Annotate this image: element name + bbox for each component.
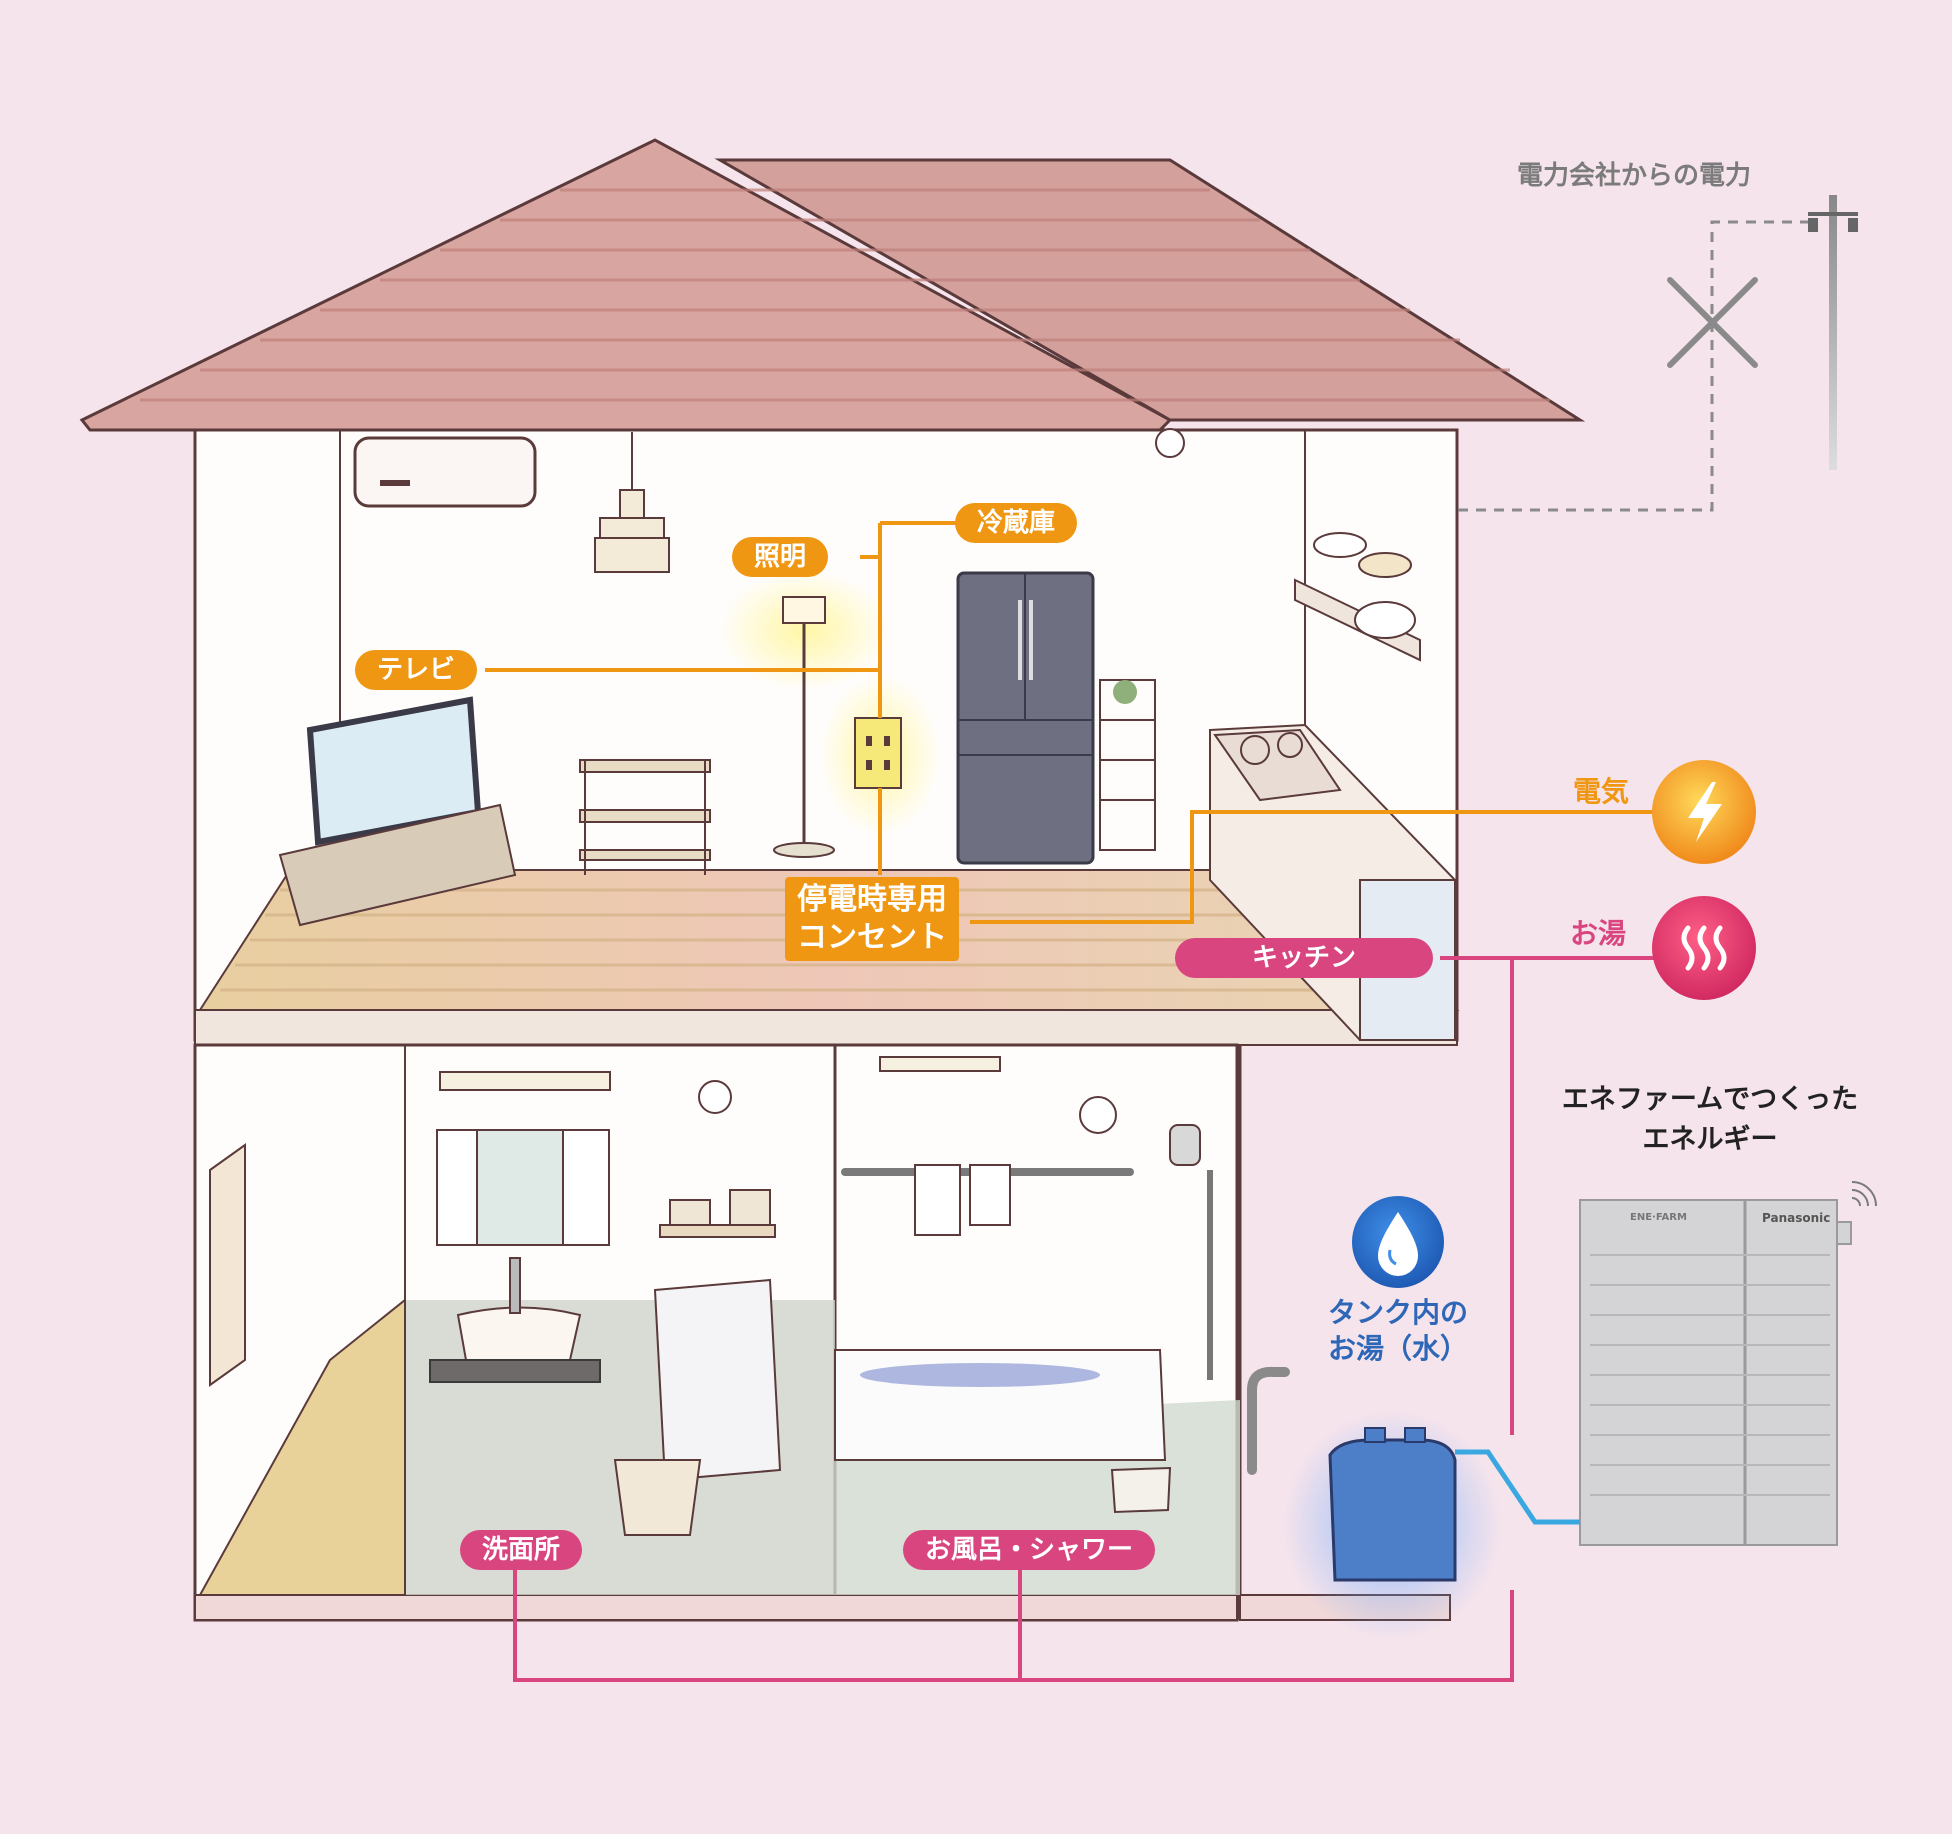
- lower-floor-wall: [193, 1043, 1451, 1622]
- side-cart: [579, 759, 711, 875]
- water-pipe: [1247, 1366, 1290, 1475]
- washroom-ceiling-light: [698, 1080, 732, 1114]
- label-kitchen: キッチン: [1175, 938, 1433, 978]
- outage-outlet-line2: コンセント: [797, 920, 947, 955]
- ceiling-light: [1155, 428, 1185, 458]
- roof: [79, 138, 1586, 432]
- upper-floor-boards: [194, 869, 1460, 1046]
- label-refrigerator: 冷蔵庫: [955, 503, 1078, 543]
- washroom-light: [439, 1071, 611, 1091]
- outage-outlet: [854, 717, 902, 789]
- washroom-mirror-cabinet: [436, 1129, 610, 1246]
- enefarm-label: エネファームでつくった エネルギー: [1530, 1080, 1890, 1160]
- towel-rail: [841, 1164, 1134, 1236]
- grid-power-line: [1458, 220, 1808, 512]
- legend-electricity: 電気: [1573, 775, 1630, 808]
- enefarm-label-line2: エネルギー: [1642, 1124, 1778, 1155]
- wifi-icon: [1851, 1181, 1877, 1207]
- enefarm-brand-left: ENE·FARM: [1630, 1212, 1687, 1223]
- tank-label-line2: お湯（水）: [1327, 1332, 1468, 1365]
- label-lighting: 照明: [732, 537, 829, 577]
- bathroom-light: [879, 1056, 1001, 1072]
- label-bath-shower: お風呂・シャワー: [903, 1530, 1156, 1570]
- tank-label: タンク内の お湯（水）: [1318, 1295, 1478, 1367]
- outage-outlet-line1: 停電時専用: [797, 882, 947, 917]
- bath-stool: [1110, 1466, 1172, 1514]
- hall-mirror: [209, 1143, 246, 1387]
- air-conditioner: [353, 436, 537, 508]
- hot-water-tank: [1328, 1427, 1457, 1582]
- legend-hot-water: お湯: [1570, 917, 1627, 950]
- television: [278, 696, 517, 927]
- electricity-bolt-icon: [1652, 760, 1756, 864]
- label-tv: テレビ: [355, 650, 478, 690]
- grid-power-label: 電力会社からの電力: [1517, 161, 1752, 191]
- kitchen-wall-shelf: [1294, 532, 1421, 662]
- enefarm-label-line1: エネファームでつくった: [1561, 1084, 1859, 1115]
- hot-water-piping: [513, 956, 1660, 1682]
- utility-pole: [1808, 195, 1858, 470]
- enefarm-unit: [1579, 1199, 1852, 1546]
- bathroom-ceiling-light: [1079, 1096, 1117, 1134]
- washing-machine: [653, 1278, 782, 1482]
- bathtub: [834, 1349, 1167, 1461]
- enefarm-brand-right: Panasonic: [1762, 1211, 1831, 1225]
- cut-off-icon: [1667, 277, 1758, 368]
- laundry-basket: [613, 1459, 702, 1536]
- refrigerator: [956, 571, 1095, 865]
- tank-label-line1: タンク内の: [1327, 1296, 1468, 1329]
- hot-water-heat-icon: [1652, 896, 1756, 1000]
- label-washroom: 洗面所: [460, 1530, 583, 1570]
- towel-shelf: [659, 1189, 776, 1238]
- pendant-lamp: [594, 432, 670, 573]
- tall-shelf: [1099, 679, 1156, 851]
- electricity-wiring: [485, 521, 1660, 924]
- floor-lamp: [773, 596, 835, 858]
- water-pipe-to-enefarm: [1455, 1449, 1580, 1525]
- water-drop-icon: [1352, 1196, 1444, 1288]
- label-outage-outlet: 停電時専用 コンセント: [785, 877, 959, 961]
- shower-head: [1169, 1124, 1213, 1380]
- washbasin: [429, 1257, 601, 1383]
